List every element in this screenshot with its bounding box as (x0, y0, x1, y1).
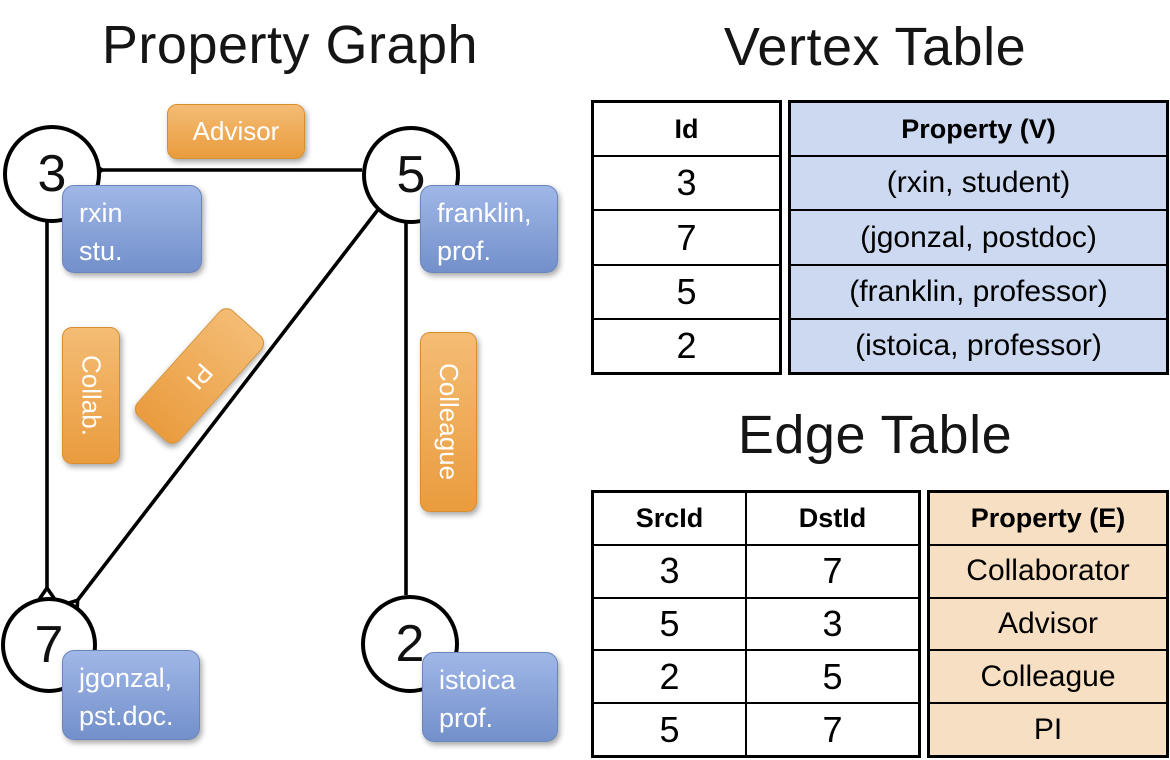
vertex-property-header: Property (V) (901, 113, 1056, 144)
edge-label-advisor: Advisor (167, 104, 305, 159)
vertex-id-cell: 3 (594, 155, 779, 209)
vertex-property-box-7: jgonzal, pst.doc. (62, 650, 200, 740)
edge-table-srcid-column: SrcId 3 5 2 5 (594, 493, 745, 755)
edge-label-text: Advisor (192, 116, 280, 146)
edge-table-title: Edge Table (737, 405, 1013, 465)
vertex-property-line1: rxin (79, 198, 123, 228)
vertex-property-line1: istoica (439, 665, 516, 695)
edge-property-cell: Advisor (930, 596, 1166, 650)
dstid-header: DstId (798, 502, 867, 533)
vertex-property-cell: (rxin, student) (791, 155, 1166, 209)
srcid-cell: 5 (594, 702, 745, 755)
edge-label-text: Colleague (434, 363, 464, 481)
srcid-cell: 3 (594, 543, 745, 597)
vertex-property-cell: (istoica, professor) (791, 317, 1166, 372)
srcid-header: SrcId (635, 502, 704, 533)
edge-table: SrcId 3 5 2 5 DstId 7 3 5 7 Property (E)… (591, 490, 1169, 758)
dstid-cell: 7 (747, 543, 918, 597)
edge-table-property-column: Property (E) Collaborator Advisor Collea… (927, 490, 1169, 758)
edge-property-cell: Collaborator (930, 543, 1166, 597)
vertex-property-line2: prof. (439, 703, 494, 734)
vertex-property-line2: pst.doc. (79, 701, 174, 732)
edge-property-header: Property (E) (970, 502, 1126, 533)
vertex-property-line2: stu. (79, 236, 123, 267)
srcid-cell: 2 (594, 649, 745, 702)
vertex-property-box-3: rxin stu. (62, 185, 202, 273)
edge-table-id-columns: SrcId 3 5 2 5 DstId 7 3 5 7 (591, 490, 921, 758)
vertex-id-cell: 5 (594, 263, 779, 318)
srcid-cell: 5 (594, 596, 745, 650)
vertex-property-box-2: istoica prof. (422, 652, 558, 742)
dstid-cell: 3 (747, 596, 918, 650)
node-3-id: 3 (37, 145, 67, 203)
vertex-id-cell: 2 (594, 317, 779, 372)
node-2-id: 2 (395, 615, 425, 673)
vertex-property-line2: prof. (437, 236, 492, 267)
vertex-property-cell: (jgonzal, postdoc) (791, 209, 1166, 263)
vertex-property-line1: franklin, (437, 198, 532, 228)
dstid-cell: 5 (747, 649, 918, 702)
edge-label-text: Collab. (76, 355, 107, 436)
node-7-id: 7 (34, 616, 64, 674)
vertex-id-header: Id (674, 113, 699, 144)
vertex-id-cell: 7 (594, 209, 779, 263)
property-graph-title: Property Graph (101, 15, 479, 75)
dstid-cell: 7 (747, 702, 918, 755)
edge-label-colleague: Colleague (420, 332, 477, 512)
graph-edges (36, 159, 417, 617)
node-2: 2 (361, 595, 459, 693)
edge-5-to-7 (62, 205, 382, 617)
edge-property-cell: Colleague (930, 649, 1166, 702)
edge-property-cell: PI (930, 702, 1166, 755)
vertex-property-cell: (franklin, professor) (791, 263, 1166, 318)
vertex-table-property-column: Property (V) (rxin, student) (jgonzal, p… (788, 100, 1169, 375)
vertex-table: Id 3 7 5 2 Property (V) (rxin, student) … (591, 100, 1169, 375)
edge-label-collab: Collab. (62, 327, 120, 464)
vertex-table-id-column: Id 3 7 5 2 (591, 100, 782, 375)
vertex-table-title: Vertex Table (723, 17, 1027, 77)
vertex-property-line1: jgonzal, (79, 663, 173, 693)
edge-label-text: PI (180, 357, 220, 396)
vertex-property-box-5: franklin, prof. (420, 185, 558, 273)
edge-table-dstid-column: DstId 7 3 5 7 (745, 493, 918, 755)
